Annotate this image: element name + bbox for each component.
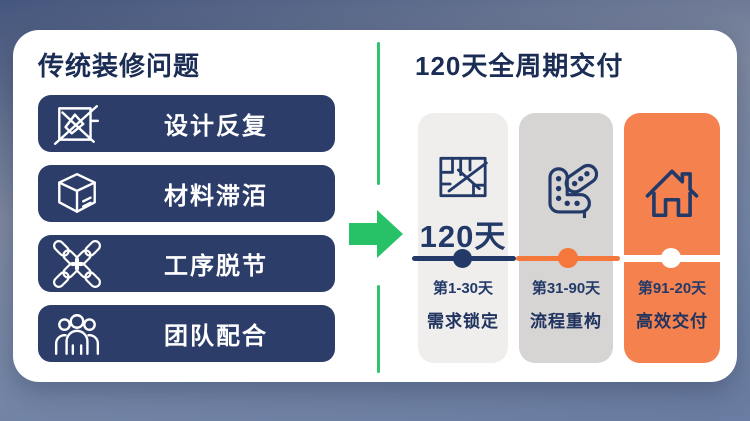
- phase-label: 流程重构: [530, 312, 602, 331]
- team-icon: [51, 308, 103, 360]
- problem-label: 材料滞洦: [164, 183, 268, 210]
- phase-label: 高效交付: [636, 312, 708, 331]
- problem-item-team: 团队配合: [38, 305, 335, 362]
- material-box-icon: [51, 168, 103, 220]
- process-icon: [519, 157, 613, 225]
- phase-card-1: 120天 第1-30天 需求锁定: [418, 113, 508, 363]
- blueprint-icon: [418, 149, 508, 205]
- phase-label: 需求锁定: [427, 312, 499, 331]
- divider-line-top: [377, 42, 380, 185]
- problem-item-material: 材料滞洦: [38, 165, 335, 222]
- house-icon: [624, 161, 720, 223]
- timeline-dot-3: [661, 248, 681, 268]
- right-panel-title: 120天全周期交付: [415, 51, 624, 81]
- phase-range: 第1-30天: [432, 280, 494, 297]
- problem-item-design: 设计反复: [38, 95, 335, 152]
- problem-label: 设计反复: [164, 113, 268, 140]
- design-rework-icon: [51, 98, 103, 150]
- phase-card-3: 第91-20天 高效交付: [624, 113, 720, 363]
- right-arrow-icon: [349, 207, 404, 261]
- problem-item-process: 工序脱节: [38, 235, 335, 292]
- timeline-dot-1: [453, 249, 472, 268]
- main-card: 传统装修问题 设计反复 材料滞洦: [13, 30, 737, 382]
- phase-big-days: 120天: [419, 219, 507, 254]
- phase-range: 第31-90天: [531, 280, 601, 297]
- broken-chain-icon: [51, 238, 103, 290]
- phase-card-2: 第31-90天 流程重构: [519, 113, 613, 363]
- timeline-dot-2: [558, 248, 578, 268]
- divider-line-bottom: [377, 285, 380, 373]
- phase-range: 第91-20天: [637, 280, 707, 297]
- problem-label: 工序脱节: [164, 253, 268, 280]
- left-panel-title: 传统装修问题: [38, 51, 201, 81]
- problem-label: 团队配合: [164, 323, 268, 350]
